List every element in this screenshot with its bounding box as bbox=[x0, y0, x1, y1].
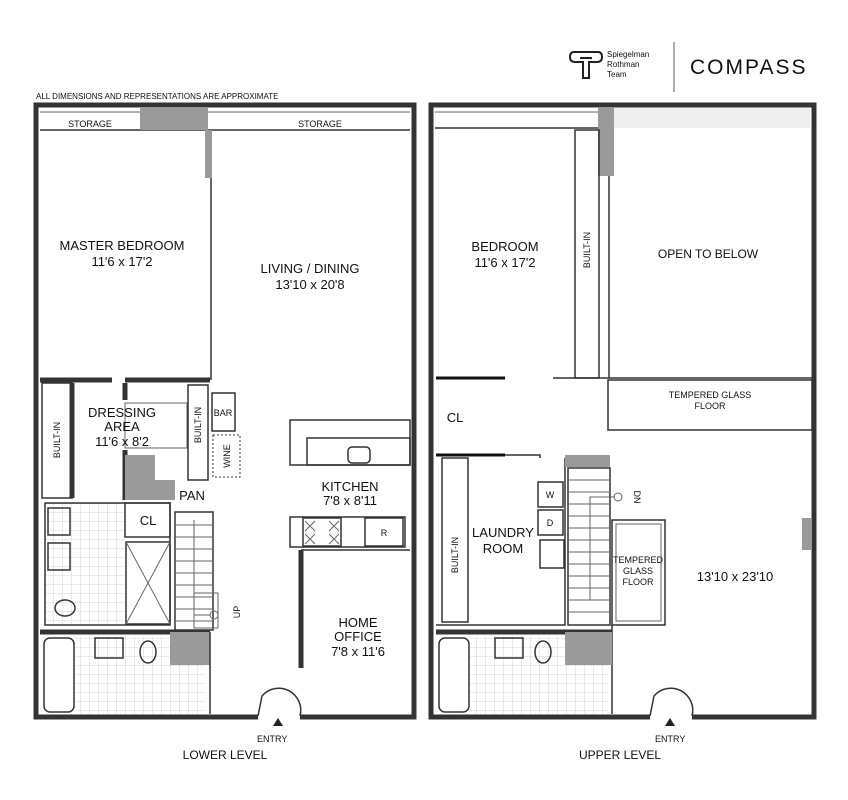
upper-outer-wall bbox=[428, 102, 817, 720]
upper-level-plan: BEDROOM 11'6 x 17'2 BUILT-IN OPEN TO BEL… bbox=[428, 102, 817, 762]
stairs-lower bbox=[174, 511, 219, 631]
column bbox=[140, 108, 208, 130]
toilet bbox=[534, 640, 552, 664]
bedroom-label: BEDROOM bbox=[471, 239, 538, 254]
tempered-glass-floor bbox=[607, 379, 813, 431]
lower-level-title: LOWER LEVEL bbox=[183, 748, 268, 762]
built-in-laundry-label: BUILT-IN bbox=[450, 537, 460, 573]
built-in-right bbox=[187, 384, 209, 481]
laundry-label-2: ROOM bbox=[483, 541, 523, 556]
storage-left-label: STORAGE bbox=[68, 119, 112, 129]
disclaimer: ALL DIMENSIONS AND REPRESENTATIONS ARE A… bbox=[36, 92, 278, 101]
dryer bbox=[537, 509, 564, 536]
tempered-glass-top-line1: TEMPERED GLASS bbox=[669, 390, 752, 400]
tempered-glass-floor-small bbox=[611, 519, 666, 626]
dressing-area-size: 11'6 x 8'2 bbox=[95, 434, 149, 449]
laundry-sink bbox=[539, 539, 565, 569]
entry-arrow-icon bbox=[273, 718, 283, 726]
stove bbox=[302, 517, 342, 547]
tempered-glass-top-line2: FLOOR bbox=[694, 401, 726, 411]
team-name-line2: Rothman bbox=[607, 60, 639, 69]
stairs-up-label: UP bbox=[232, 606, 242, 619]
sink bbox=[47, 507, 71, 536]
upper-main-room-size: 13'10 x 23'10 bbox=[697, 569, 774, 584]
open-to-below-label: OPEN TO BELOW bbox=[658, 247, 759, 261]
closet bbox=[124, 502, 171, 538]
dryer-label: D bbox=[547, 518, 554, 528]
bathtub bbox=[43, 637, 75, 713]
built-in-laundry bbox=[441, 457, 469, 623]
toilet bbox=[54, 599, 76, 617]
kitchen-island bbox=[306, 437, 411, 466]
master-bedroom-label: MASTER BEDROOM bbox=[60, 238, 185, 253]
dressing-area-label-2: AREA bbox=[104, 419, 140, 434]
home-office-label-1: HOME bbox=[339, 615, 378, 630]
column bbox=[598, 108, 614, 176]
lower-level-plan: STORAGE STORAGE MASTER BEDROOM 11'6 x 17… bbox=[33, 102, 417, 762]
sink bbox=[47, 542, 71, 571]
bathroom-tile-floor bbox=[45, 503, 125, 625]
wall-stub bbox=[205, 130, 212, 178]
refrigerator-label: R bbox=[381, 528, 388, 538]
compass-brand: COMPASS bbox=[690, 56, 807, 79]
living-dining-size: 13'10 x 20'8 bbox=[275, 277, 344, 292]
stairs-down-label: DN bbox=[632, 491, 642, 504]
laundry-label-1: LAUNDRY bbox=[472, 525, 534, 540]
toilet bbox=[139, 640, 157, 664]
tempered-glass-small-line1: TEMPERED bbox=[613, 555, 664, 565]
entry-door bbox=[257, 687, 302, 717]
built-in-bedroom-label: BUILT-IN bbox=[582, 232, 592, 268]
kitchen-counter bbox=[289, 419, 411, 466]
kitchen-size: 7'8 x 8'11 bbox=[323, 493, 377, 508]
wine-rack bbox=[212, 434, 241, 478]
bar bbox=[211, 392, 236, 432]
home-office-size: 7'8 x 11'6 bbox=[331, 644, 385, 659]
dressing-area-label-1: DRESSING bbox=[88, 405, 156, 420]
entry-door bbox=[649, 687, 694, 717]
tempered-glass-small-line3: FLOOR bbox=[622, 577, 654, 587]
lower-entry-label: ENTRY bbox=[257, 734, 287, 744]
sink bbox=[94, 637, 124, 659]
kitchen-sink bbox=[347, 446, 371, 464]
bedroom-size: 11'6 x 17'2 bbox=[474, 255, 535, 270]
team-name-line1: Spiegelman bbox=[607, 50, 649, 59]
closet-label: CL bbox=[140, 513, 157, 528]
washer-label: W bbox=[546, 490, 555, 500]
spiegelman-rothman-logo-icon bbox=[568, 51, 604, 79]
home-office-label-2: OFFICE bbox=[334, 629, 382, 644]
logo: Spiegelman Rothman Team COMPASS bbox=[568, 42, 807, 92]
bathtub bbox=[438, 637, 470, 713]
wine-label: WINE bbox=[222, 444, 232, 468]
refrigerator bbox=[364, 517, 404, 547]
kitchen-label: KITCHEN bbox=[321, 479, 378, 494]
bar-label: BAR bbox=[214, 408, 233, 418]
tempered-glass-small-line2: GLASS bbox=[623, 566, 653, 576]
upper-entry-label: ENTRY bbox=[655, 734, 685, 744]
washer bbox=[537, 481, 564, 508]
built-in-left-label: BUILT-IN bbox=[52, 422, 62, 458]
team-name-line3: Team bbox=[607, 70, 627, 79]
lower-outer-wall bbox=[33, 102, 417, 720]
upper-closet-label: CL bbox=[447, 410, 464, 425]
stairs-upper bbox=[565, 455, 623, 626]
sink bbox=[494, 637, 524, 659]
living-dining-label: LIVING / DINING bbox=[261, 261, 360, 276]
built-in-right-label: BUILT-IN bbox=[193, 407, 203, 443]
master-bedroom-size: 11'6 x 17'2 bbox=[91, 254, 152, 269]
entry-arrow-icon bbox=[665, 718, 675, 726]
pantry-label: PAN bbox=[179, 488, 205, 503]
shower bbox=[125, 541, 171, 625]
upper-level-title: UPPER LEVEL bbox=[579, 748, 661, 762]
storage-right-label: STORAGE bbox=[298, 119, 342, 129]
